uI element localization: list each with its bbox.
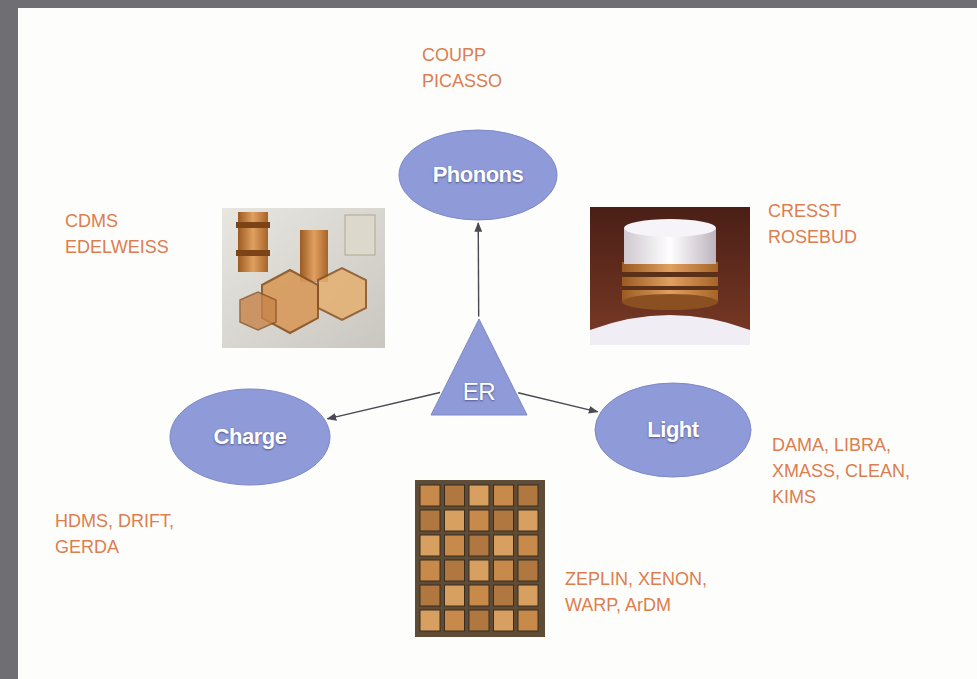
energy-arrow [327,392,440,418]
channel-ellipse: Light [594,382,752,478]
pmt-cell [518,560,538,581]
pmt-cell [494,485,514,506]
pmt-cell [494,610,514,631]
pmt-cell [494,560,514,581]
pmt-cell [445,560,465,581]
channel-name: Phonons [433,162,524,188]
pmt-cell [420,535,440,556]
recoil-energy-triangle: ER [430,318,528,416]
pmt-cell [518,535,538,556]
pmt-cell [469,585,489,606]
pmt-cell [494,535,514,556]
pmt-cell [518,585,538,606]
channel-name: Light [647,417,698,443]
pmt-cell [518,610,538,631]
pmt-cell [518,485,538,506]
pmt-cell [469,560,489,581]
pmt-cell [469,610,489,631]
pmt-cell [420,560,440,581]
ellipse-fill [399,130,557,220]
pmt-cell [469,510,489,531]
cresst-photo [590,207,750,345]
pmt-cell [420,510,440,531]
channel-name: Charge [214,424,287,450]
pmt-cell [494,585,514,606]
ellipse-fill [170,389,330,485]
channel-ellipse: Charge [169,388,331,486]
triangle-fill [431,319,527,415]
pmt-cell [420,610,440,631]
experiment-list: CDMS EDELWEISS [65,208,197,260]
zeplin-photo [415,480,545,637]
pmt-cell [469,535,489,556]
pmt-cell [494,510,514,531]
recoil-energy-symbol: ER [463,378,495,406]
experiment-list: DAMA, LIBRA, XMASS, CLEAN, KIMS [772,432,957,510]
pmt-cell [518,510,538,531]
pmt-cell [420,485,440,506]
pmt-cell [420,585,440,606]
experiment-list: CRESST ROSEBUD [768,198,893,250]
ellipse-fill [595,383,751,477]
experiment-list: HDMS, DRIFT, GERDA [55,508,210,560]
pmt-cell [445,610,465,631]
energy-arrow [518,393,598,412]
channel-ellipse: Phonons [398,129,558,221]
pmt-cell [445,585,465,606]
pmt-cell [469,485,489,506]
experiment-list: ZEPLIN, XENON, WARP, ArDM [565,566,760,618]
pmt-cell [445,510,465,531]
experiment-list: COUPP PICASSO [422,42,552,94]
cdms-photo [222,208,385,348]
pmt-cell [445,485,465,506]
energy-arrow [478,223,480,317]
pmt-cell [445,535,465,556]
